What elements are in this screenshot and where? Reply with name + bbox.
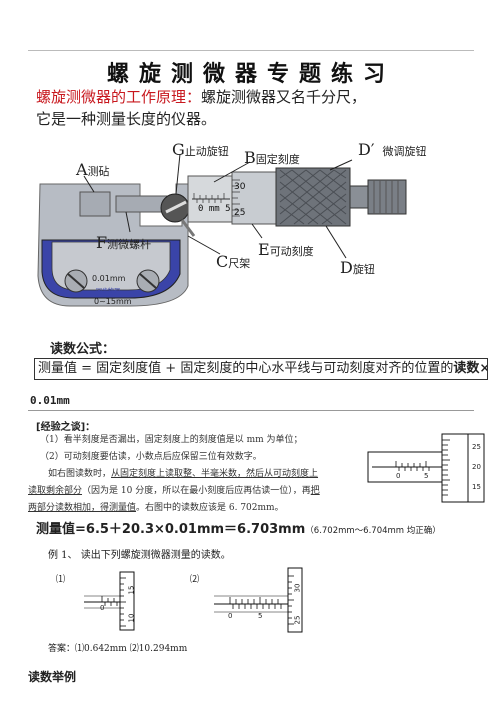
fig1-label: ⑴ xyxy=(56,575,66,585)
page-title: 螺旋测微器专题练习 xyxy=(106,61,395,87)
fig1-thimble-15: 15 xyxy=(127,585,136,595)
divider xyxy=(28,410,474,411)
measurement-result: 测量值=6.5＋20.3×0.01mm＝6.703mm（6.702mm～6.70… xyxy=(36,522,441,537)
fig1-sleeve-0: 0 xyxy=(100,604,105,612)
formula-tail: 读数× xyxy=(453,361,488,376)
sleeve-scale-text: 0 mm 5 xyxy=(198,204,231,214)
formula-text: 测量值 = 固定刻度值 + 固定刻度的中心水平线与可动刻度对齐的位置的 xyxy=(38,361,454,376)
fig1-thimble-10: 10 xyxy=(127,613,136,623)
experience-p3: 如右图读数时，从固定刻度上读取整、半毫米数，然后从可动刻度上 xyxy=(48,469,319,479)
experience-p1: （1）看半刻度是否漏出，固定刻度上的刻度值是以 mm 为单位； xyxy=(40,435,303,445)
section-heading: 读数举例 xyxy=(28,670,77,684)
header-rule xyxy=(28,50,474,51)
formula-unit: 0.01mm xyxy=(30,394,70,407)
intro-label: 螺旋测微器的工作原理： xyxy=(36,88,202,106)
label-g: G止动旋钮 xyxy=(172,140,229,159)
reading-figure xyxy=(366,432,486,506)
fig2-thimble-30: 30 xyxy=(293,583,302,593)
label-c: C尺架 xyxy=(216,252,251,271)
experience-p5: 两部分读数相加，得测量值。右图中的读数应该是 6. 702mm。 xyxy=(28,503,284,513)
fig2-label: ⑵ xyxy=(190,575,200,585)
fig-sleeve-5: 5 xyxy=(424,472,429,480)
experience-heading: [经验之谈]： xyxy=(36,422,96,433)
example-1-text: 例 1、 读出下列螺旋测微器测量的读数。 xyxy=(48,550,231,561)
label-d: D旋钮 xyxy=(340,258,375,277)
experience-p4: 读取剩余部分（因为是 10 分度，所以在最小刻度后应再估读一位），再把 xyxy=(28,486,320,496)
intro-text-1: 螺旋测微器又名千分尺， xyxy=(201,88,367,106)
formula-box: 测量值 = 固定刻度值 + 固定刻度的中心水平线与可动刻度对齐的位置的读数× xyxy=(34,358,488,380)
frame-text-3: 0~15mm xyxy=(94,297,132,306)
frame-text-2: 同步物理 xyxy=(96,288,121,295)
experience-p2: （2）可动刻度要估读，小数点后应保留三位有效数字。 xyxy=(40,452,262,462)
thimble-tick-30: 30 xyxy=(234,182,246,192)
fig-thimble-20: 20 xyxy=(472,463,481,471)
example-figure-2 xyxy=(210,566,306,634)
intro-paragraph: 螺旋测微器的工作原理：螺旋测微器又名千分尺， 它是一种测量长度的仪器。 xyxy=(36,86,476,130)
intro-text-2: 它是一种测量长度的仪器。 xyxy=(36,110,217,128)
answer-text: 答案：⑴0.642mm ⑵10.294mm xyxy=(48,644,188,654)
fig2-sleeve-5: 5 xyxy=(258,612,263,620)
label-b: B固定刻度 xyxy=(244,148,300,167)
micrometer-diagram xyxy=(30,136,476,332)
frame-text-1: 0.01mm xyxy=(92,274,126,283)
fig2-thimble-25: 25 xyxy=(293,615,302,625)
label-a: A测砧 xyxy=(76,160,110,179)
label-e: E可动刻度 xyxy=(258,240,314,259)
formula-heading: 读数公式： xyxy=(50,342,116,357)
label-f: F测微螺杆 xyxy=(96,233,152,252)
fig-thimble-15: 15 xyxy=(472,483,481,491)
example-figure-1 xyxy=(80,570,152,632)
thimble-tick-25: 25 xyxy=(234,208,246,218)
fig2-sleeve-0: 0 xyxy=(228,612,233,620)
fig-thimble-25: 25 xyxy=(472,443,481,451)
fig-sleeve-0: 0 xyxy=(396,472,401,480)
label-d-prime: D′微调旋钮 xyxy=(358,140,427,159)
